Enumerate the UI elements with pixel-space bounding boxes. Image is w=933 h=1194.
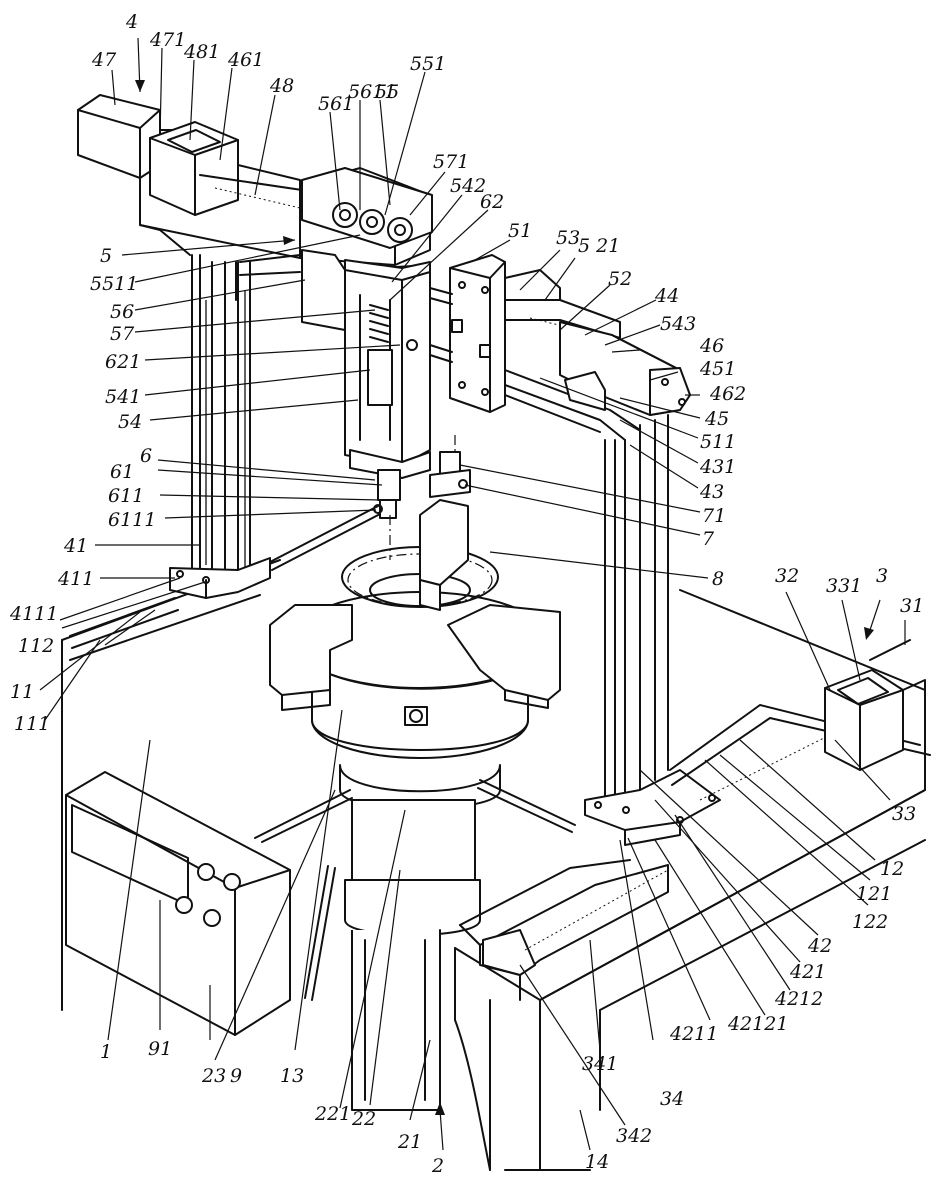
control-knob xyxy=(224,874,240,890)
label-342: 342 xyxy=(616,1125,652,1147)
label-4211: 4211 xyxy=(669,1023,718,1045)
label-33: 33 xyxy=(892,803,916,825)
label-411: 411 xyxy=(57,568,94,590)
label-7: 7 xyxy=(702,528,715,550)
label-62: 62 xyxy=(480,191,504,213)
label-56: 56 xyxy=(110,301,134,323)
label-61: 61 xyxy=(110,461,134,483)
label-112: 112 xyxy=(18,635,54,657)
label-51: 51 xyxy=(508,220,532,242)
label-14: 14 xyxy=(585,1151,609,1173)
label-511: 511 xyxy=(700,431,736,453)
label-543: 543 xyxy=(660,313,696,335)
label-421: 421 xyxy=(789,961,826,983)
label-571: 571 xyxy=(433,151,469,173)
label-45: 45 xyxy=(704,408,729,430)
label-21: 21 xyxy=(397,1131,422,1153)
control-knob xyxy=(176,897,192,913)
label-53: 53 xyxy=(556,227,580,249)
label-451: 451 xyxy=(699,358,736,380)
label-32: 32 xyxy=(775,565,799,587)
label-111: 111 xyxy=(14,713,50,735)
label-41: 41 xyxy=(63,535,88,557)
label-621: 621 xyxy=(105,351,141,373)
left-column xyxy=(170,255,270,598)
label-462: 462 xyxy=(709,383,746,405)
label-4212: 4212 xyxy=(774,988,823,1010)
label-2: 2 xyxy=(431,1155,444,1177)
label-481: 481 xyxy=(183,41,220,63)
label-8: 8 xyxy=(712,568,724,590)
label-5: 5 xyxy=(100,245,112,267)
label-122: 122 xyxy=(852,911,888,933)
spindle-column xyxy=(340,765,500,1110)
label-52: 52 xyxy=(608,268,632,290)
control-knob xyxy=(198,864,214,880)
label-55: 55 xyxy=(375,81,399,103)
label-4: 4 xyxy=(125,11,138,33)
label-46: 46 xyxy=(699,335,724,357)
label-42121: 42121 xyxy=(727,1013,788,1035)
label-3: 3 xyxy=(876,565,888,587)
label-91: 91 xyxy=(148,1038,172,1060)
label-5511: 5511 xyxy=(90,273,138,295)
label-341: 341 xyxy=(582,1053,618,1075)
label-23: 23 xyxy=(201,1065,226,1087)
label-4111: 4111 xyxy=(9,603,58,625)
label-43: 43 xyxy=(699,481,724,503)
label-551: 551 xyxy=(410,53,446,75)
control-box xyxy=(66,772,290,1035)
label-9: 9 xyxy=(230,1065,242,1087)
label-57: 57 xyxy=(110,323,135,345)
label-31: 31 xyxy=(900,595,924,617)
label-12: 12 xyxy=(880,858,904,880)
label-541: 541 xyxy=(105,386,141,408)
label-461: 461 xyxy=(227,49,264,71)
label-47: 47 xyxy=(91,49,117,71)
label-11: 11 xyxy=(10,681,34,703)
label-6: 6 xyxy=(140,445,152,467)
right-column xyxy=(585,415,720,845)
vertical-slide xyxy=(345,260,430,560)
control-knob xyxy=(204,910,220,926)
label-521: 5 21 xyxy=(578,235,620,257)
label-42: 42 xyxy=(807,935,832,957)
label-1: 1 xyxy=(100,1041,112,1063)
label-34: 34 xyxy=(660,1088,684,1110)
label-71: 71 xyxy=(702,505,726,527)
label-13: 13 xyxy=(280,1065,304,1087)
label-331: 331 xyxy=(826,575,862,597)
label-431: 431 xyxy=(699,456,736,478)
label-44: 44 xyxy=(654,285,679,307)
label-611: 611 xyxy=(108,485,144,507)
label-54: 54 xyxy=(118,411,142,433)
label-471: 471 xyxy=(149,29,186,51)
label-6111: 6111 xyxy=(108,509,156,531)
label-221: 221 xyxy=(314,1103,351,1125)
label-48: 48 xyxy=(269,75,294,97)
label-22: 22 xyxy=(351,1108,376,1130)
label-121: 121 xyxy=(856,883,892,905)
